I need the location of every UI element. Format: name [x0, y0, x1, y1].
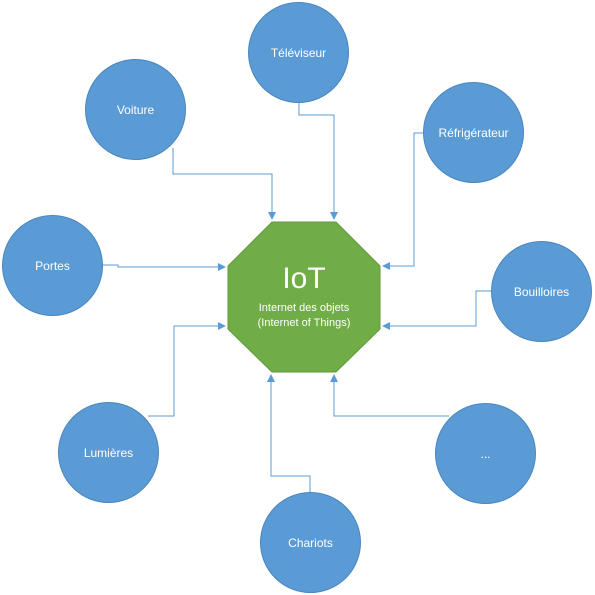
node-bouilloires: Bouilloires [491, 241, 592, 342]
node-portes: Portes [2, 215, 103, 316]
node-televiseur: Téléviseur [248, 2, 349, 103]
node-refrigerateur: Réfrigérateur [423, 82, 524, 183]
node-etc-label: ... [480, 446, 491, 461]
iot-hub: IoT Internet des objets (Internet of Thi… [228, 222, 380, 372]
node-voiture: Voiture [85, 59, 186, 160]
node-televiseur-label: Téléviseur [270, 45, 327, 60]
connector-lumieres [148, 322, 226, 417]
node-voiture-label: Voiture [116, 102, 155, 117]
node-bouilloires-label: Bouilloires [513, 284, 570, 299]
connector-voiture [172, 148, 276, 220]
connector-etc [330, 374, 449, 417]
node-lumieres-label: Lumières [83, 445, 134, 460]
node-portes-label: Portes [35, 258, 70, 273]
hub-subtitle-line2: (Internet of Things) [257, 317, 351, 329]
connector-chariots [267, 374, 311, 493]
connector-televiseur [298, 103, 338, 220]
connector-bouilloires [382, 290, 492, 330]
hub-title: IoT [282, 262, 326, 295]
connector-refrigerateur [382, 132, 431, 270]
connector-portes [102, 263, 226, 271]
node-lumieres: Lumières [58, 402, 159, 503]
node-etc: ... [435, 403, 536, 504]
hub-subtitle-line1: Internet des objets [258, 302, 350, 314]
node-chariots: Chariots [260, 492, 361, 593]
iot-hub-octagon [227, 221, 381, 373]
node-refrigerateur-label: Réfrigérateur [438, 125, 509, 140]
node-chariots-label: Chariots [288, 535, 333, 550]
